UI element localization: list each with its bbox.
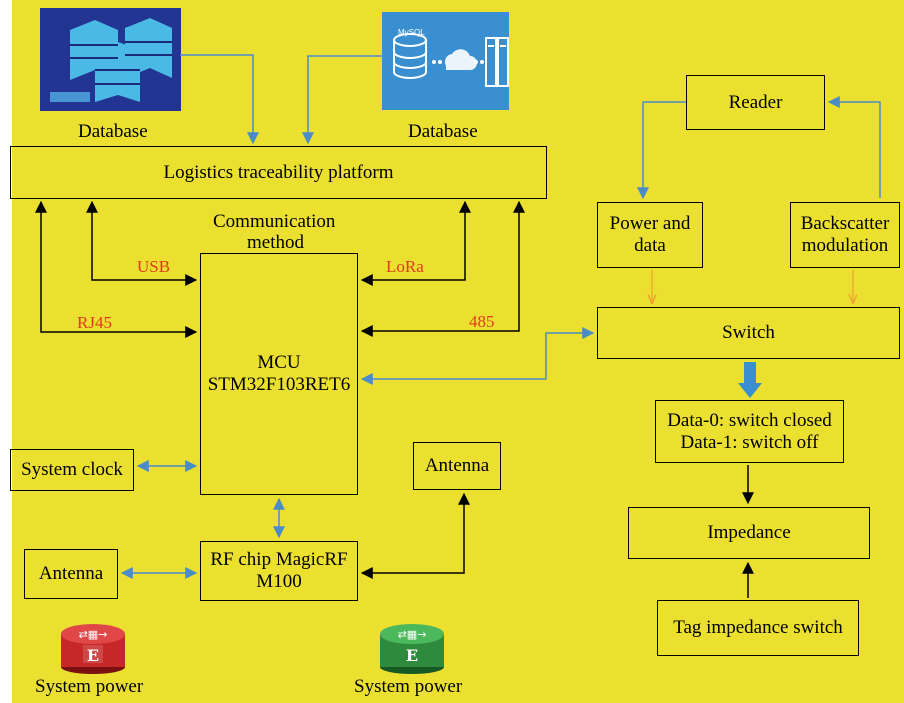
impedance-label: Impedance <box>707 522 791 543</box>
reader-label: Reader <box>728 91 783 113</box>
communication-method-line2: method <box>247 232 304 253</box>
mcu-label-line2: STM32F103RET6 <box>207 374 351 395</box>
mysql-cloud-server-icon: MySQL <box>382 12 509 110</box>
reader-to-power-data <box>637 101 686 200</box>
system-clock-box: System clock <box>10 449 134 491</box>
backscatter-label-line2: modulation <box>801 235 889 256</box>
communication-method-line1: Communication <box>213 211 336 232</box>
rf-chip-label-line1: RF chip MagicRF <box>210 549 348 570</box>
database-left-label: Database <box>78 121 148 142</box>
tag-switch-box: Tag impedance switch <box>657 600 859 656</box>
green-power-module-icon: ⇄▦→ E <box>380 624 444 674</box>
system-power-red-label: System power <box>35 676 144 697</box>
data0-label: Data-0: switch closed <box>667 409 832 431</box>
platform-box: Logistics traceability platform <box>10 146 547 199</box>
red-power-mark: E <box>87 646 99 665</box>
impedance-box: Impedance <box>628 507 870 559</box>
red-power-module-icon: ⇄▦→ E <box>61 624 125 674</box>
backscatter-box: Backscatter modulation <box>790 202 900 268</box>
rf-chip-label-line2: M100 <box>256 571 302 592</box>
mcu-switch-connector <box>360 327 595 385</box>
svg-text:⇄▦→: ⇄▦→ <box>79 628 108 641</box>
svg-text:MySQL: MySQL <box>398 28 425 37</box>
reader-box: Reader <box>686 75 825 130</box>
rs485-connector <box>360 200 525 337</box>
server-cluster-icon <box>40 8 181 111</box>
antenna-left-label: Antenna <box>38 563 104 584</box>
antenna-left-box: Antenna <box>24 549 118 599</box>
antenna-right-box: Antenna <box>413 442 501 490</box>
power-data-label-line1: Power and <box>609 213 691 234</box>
antenna-right-connector <box>360 492 470 579</box>
backscatter-to-reader <box>827 96 881 198</box>
mcu-label-line1: MCU <box>257 352 301 373</box>
switch-down-arrow <box>738 362 762 398</box>
lora-connector <box>360 200 471 286</box>
green-power-mark: E <box>406 646 418 665</box>
rf-chip-box: RF chip MagicRF M100 <box>200 541 358 601</box>
data1-label: Data-1: switch off <box>680 431 819 453</box>
data-state-box: Data-0: switch closed Data-1: switch off <box>655 400 844 463</box>
platform-label: Logistics traceability platform <box>163 161 394 183</box>
antenna-right-label: Antenna <box>424 455 490 476</box>
power-data-label-line2: data <box>634 235 666 256</box>
svg-text:⇄▦→: ⇄▦→ <box>398 628 427 641</box>
database-right-label: Database <box>408 121 478 142</box>
db-right-to-platform <box>302 55 385 145</box>
power-data-box: Power and data <box>597 202 703 268</box>
system-clock-label: System clock <box>21 459 123 480</box>
usb-connector <box>86 200 198 286</box>
system-power-green-label: System power <box>354 676 463 697</box>
backscatter-label-line1: Backscatter <box>800 213 890 234</box>
db-left-to-platform <box>180 54 259 145</box>
switch-box: Switch <box>597 307 900 359</box>
mcu-box: MCU STM32F103RET6 <box>200 253 358 495</box>
switch-label: Switch <box>722 322 775 343</box>
tag-switch-label: Tag impedance switch <box>673 617 843 638</box>
rj45-connector <box>35 200 198 338</box>
